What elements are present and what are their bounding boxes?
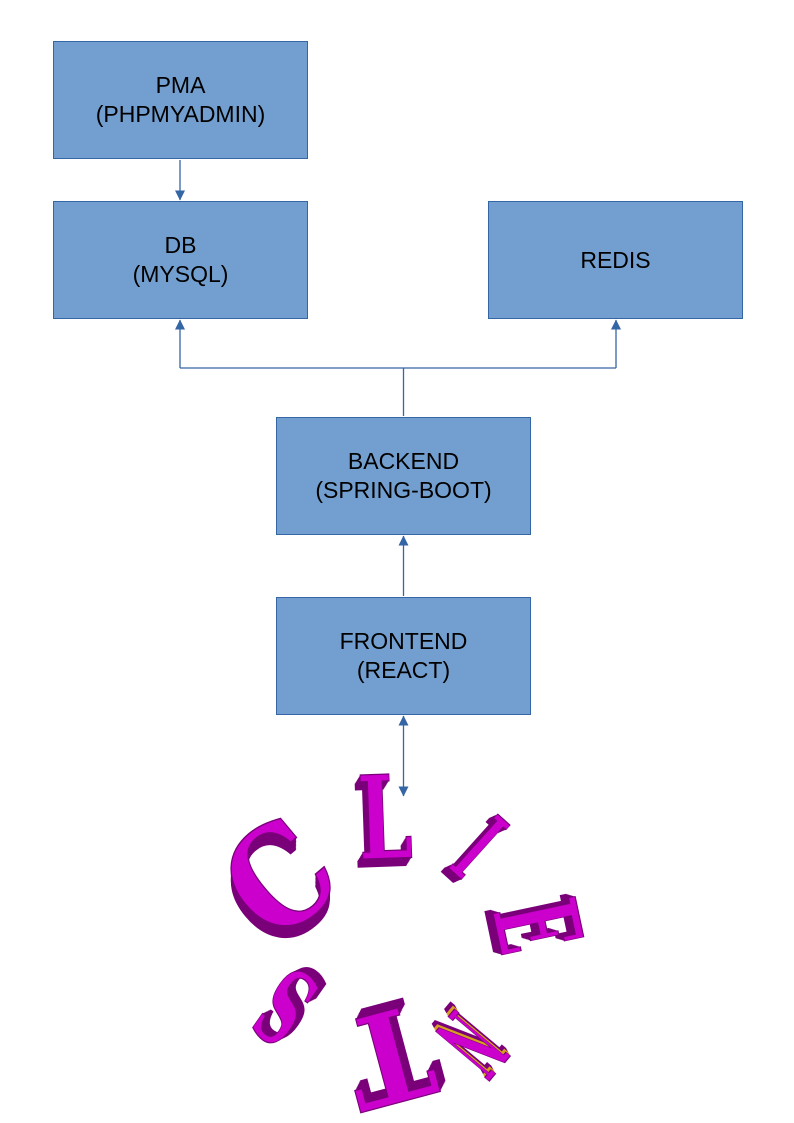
node-pma-subtitle: (PHPMYADMIN)	[95, 101, 266, 127]
svg-text:I: I	[431, 798, 525, 899]
node-backend[interactable]: BACKEND (SPRING-BOOT)	[276, 417, 531, 535]
svg-text:L: L	[351, 757, 410, 894]
svg-text:L: L	[354, 752, 413, 889]
node-frontend[interactable]: FRONTEND (REACT)	[276, 597, 531, 715]
node-backend-subtitle: (SPRING-BOOT)	[315, 477, 492, 503]
node-backend-title: BACKEND	[347, 448, 460, 474]
node-db[interactable]: DB (MYSQL)	[53, 201, 308, 319]
svg-text:L: L	[353, 754, 412, 891]
svg-text:L: L	[353, 755, 412, 892]
node-db-subtitle: (MYSQL)	[132, 261, 229, 287]
svg-text:L: L	[354, 753, 413, 890]
node-pma[interactable]: PMA (PHPMYADMIN)	[53, 41, 308, 159]
node-redis[interactable]: REDIS	[488, 201, 743, 319]
svg-text:L: L	[356, 750, 415, 887]
node-pma-title: PMA	[155, 72, 206, 98]
svg-text:L: L	[351, 758, 410, 895]
node-db-title: DB	[164, 232, 197, 258]
node-frontend-subtitle: (REACT)	[356, 657, 451, 683]
svg-text:L: L	[350, 759, 409, 896]
node-frontend-title: FRONTEND	[339, 628, 468, 654]
svg-text:L: L	[352, 756, 411, 893]
svg-text:L: L	[355, 751, 414, 888]
node-redis-title: REDIS	[580, 246, 651, 273]
